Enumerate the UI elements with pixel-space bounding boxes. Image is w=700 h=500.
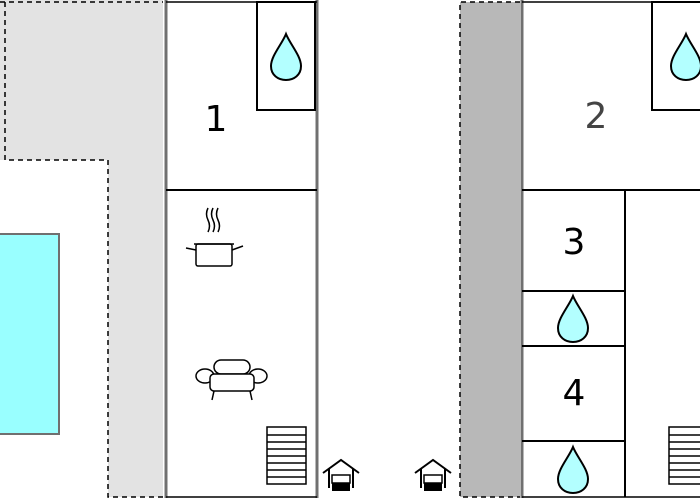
- staircase-icon: [266, 426, 307, 485]
- room-number-1: 1: [205, 99, 228, 140]
- swimming-pool: [0, 233, 60, 435]
- house-entrance-icon: [322, 459, 360, 492]
- room-number-4: 4: [563, 373, 586, 414]
- terrace-dashed-border: [0, 1, 163, 498]
- cooking-pot-icon: [185, 207, 244, 267]
- armchair-icon: [195, 359, 268, 401]
- left-building-walls: [164, 0, 319, 498]
- wall-strip: [460, 2, 520, 497]
- room-number-2: 2: [585, 96, 608, 137]
- staircase-icon: [668, 426, 700, 485]
- terrace-area: [0, 0, 163, 497]
- right-dashed-border: [459, 1, 520, 498]
- room-number-3: 3: [563, 222, 586, 263]
- house-entrance-icon: [414, 459, 452, 492]
